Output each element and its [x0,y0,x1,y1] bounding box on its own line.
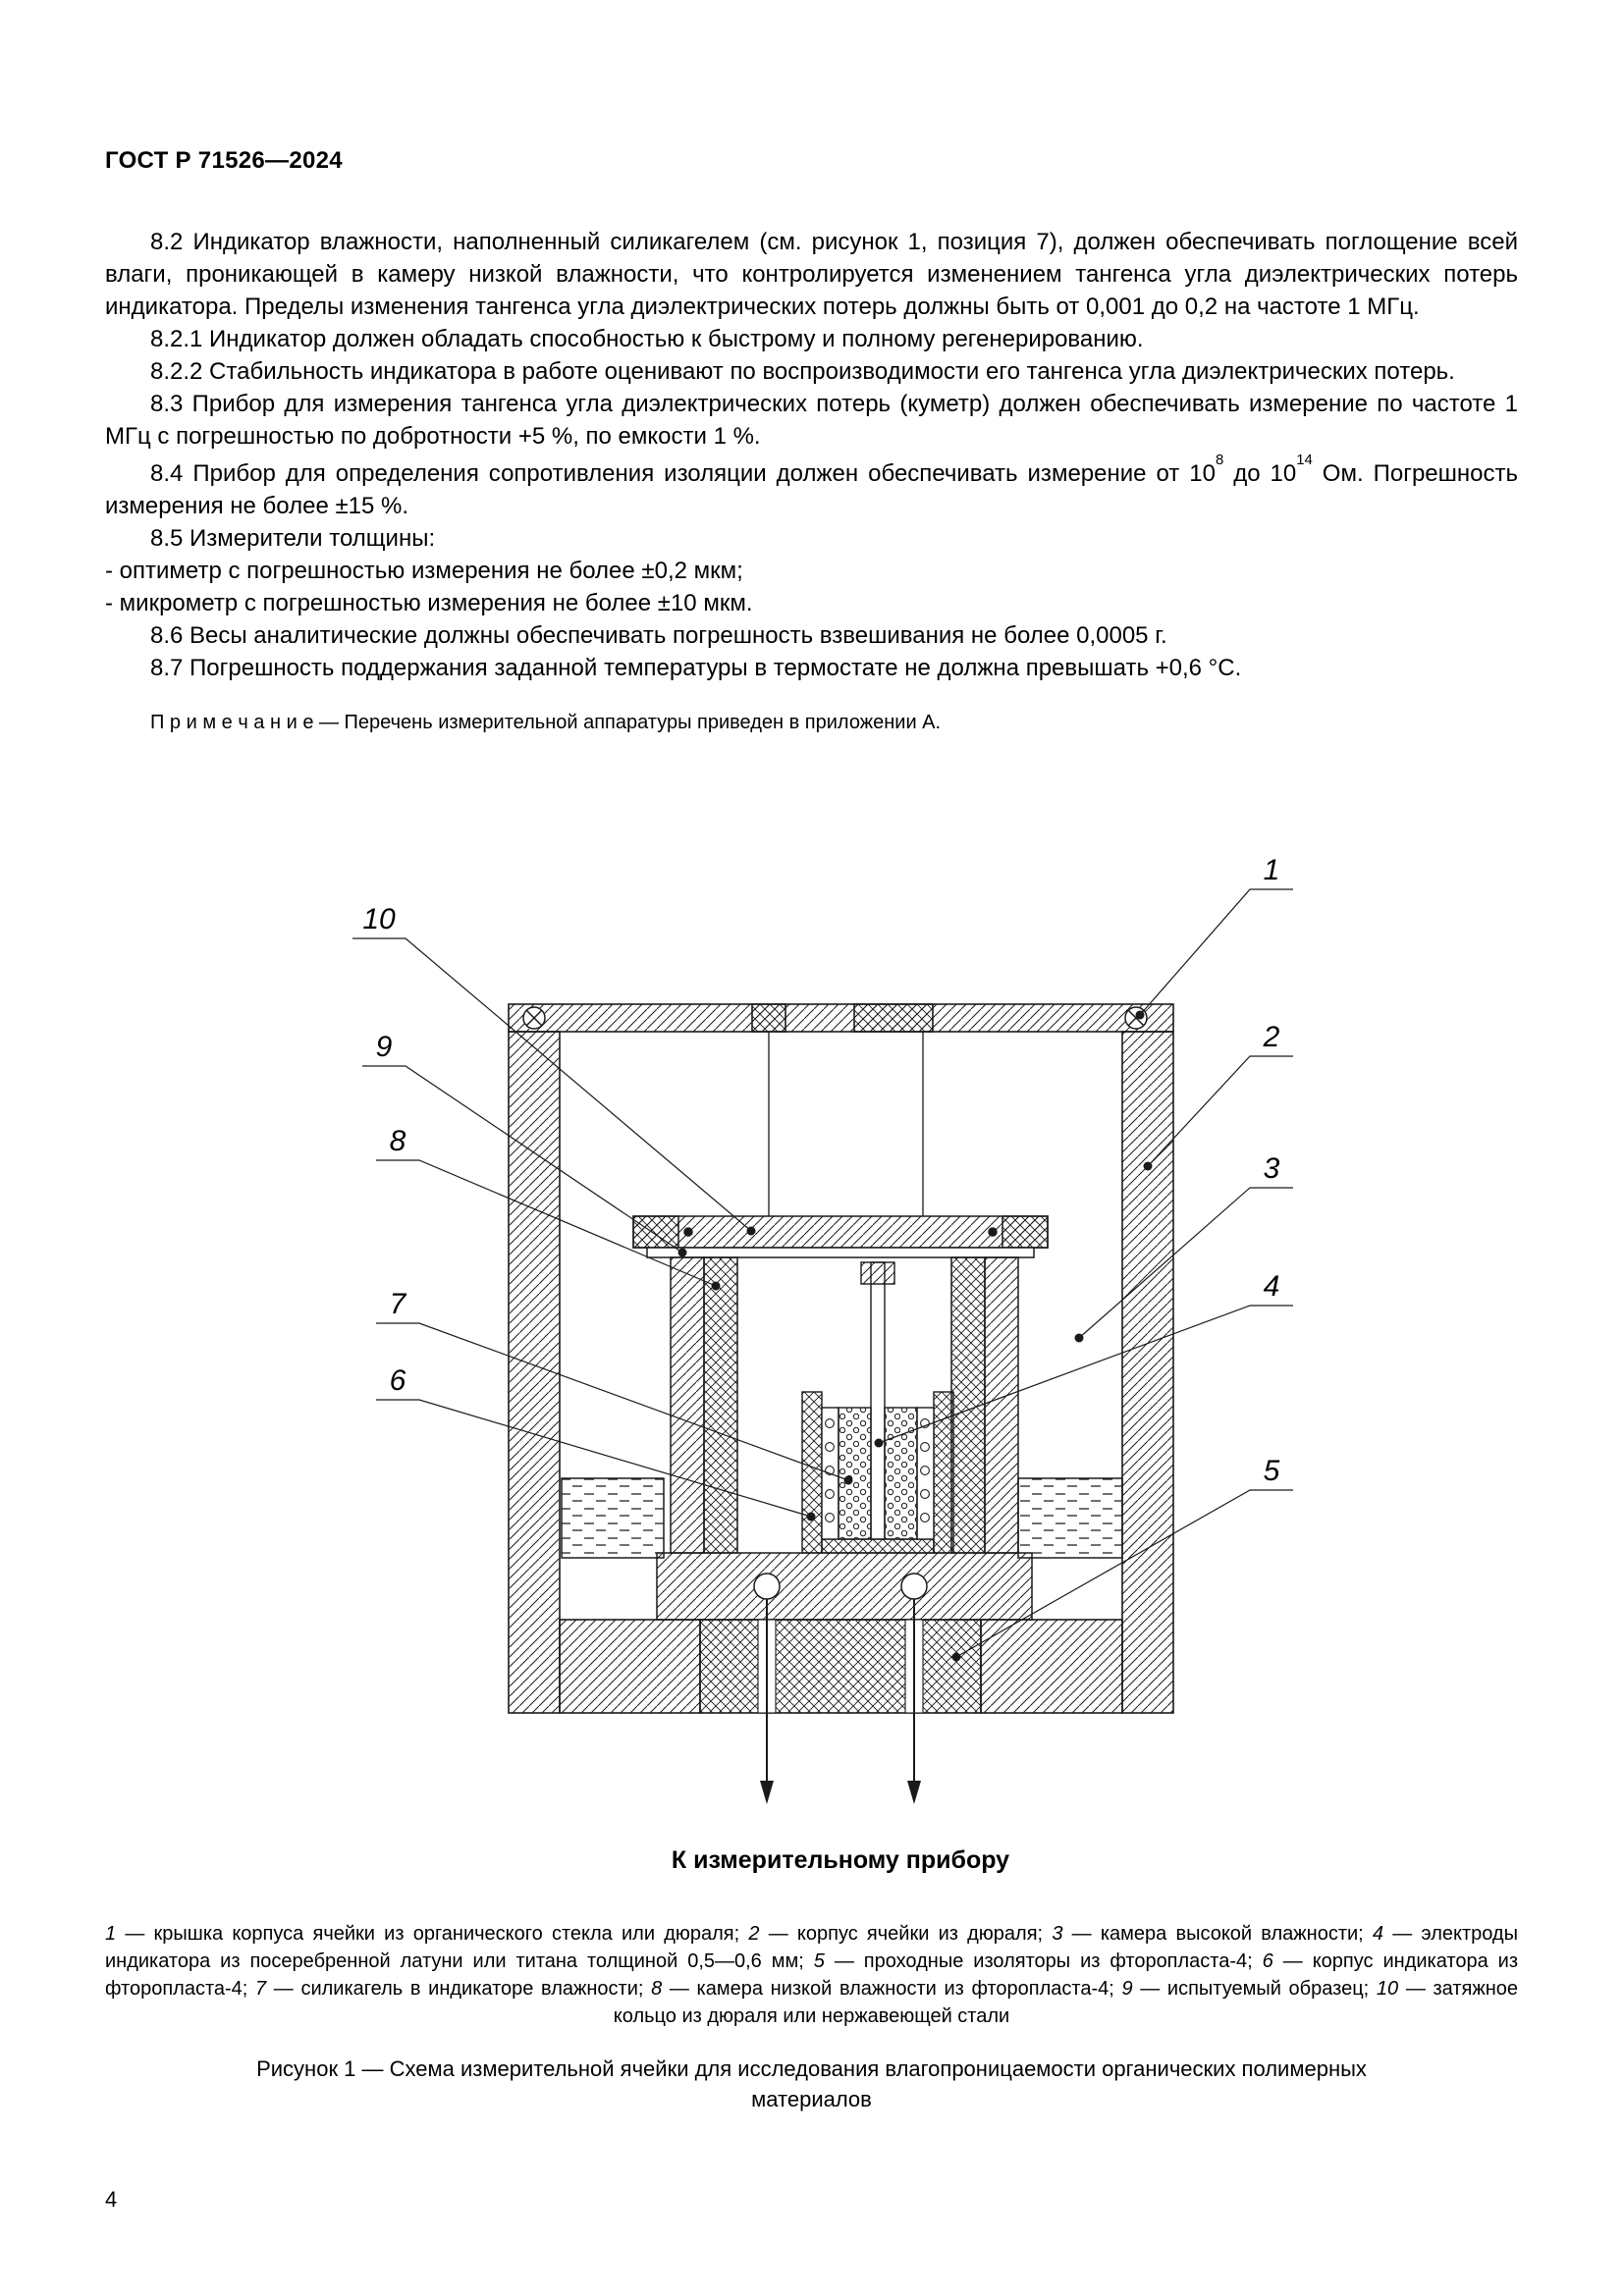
legend-num-6: 6 [1262,1950,1273,1972]
paragraph-8-2: 8.2 Индикатор влажности, наполненный сил… [105,229,1518,320]
callout-9-label: 9 [376,1031,393,1063]
p84-superscript-8: 8 [1215,452,1224,468]
legend-text-5: — проходные изоляторы из фторопласта-4; [824,1950,1263,1972]
clamping-ring [632,1215,1049,1249]
legend-text-3: — камера высокой влажности; [1062,1923,1373,1945]
outer-vessel [508,1003,1174,1714]
legend-num-9: 9 [1121,1978,1133,2000]
moisture-indicator [801,1261,954,1554]
lid-insert-right [853,1003,934,1033]
figure-1: 10 9 8 7 6 [323,842,1295,1883]
legend-text-6: — корпус индикатора из фторопласта-4; [105,1950,1519,2000]
paragraph-8-5: 8.5 Измерители толщины: [150,525,436,552]
callout-1: 1 [1135,854,1293,1020]
low-humidity-chamber-wall-left [703,1256,738,1554]
indicator-body-left [801,1391,823,1554]
cell-lid [508,1003,1174,1033]
note: П р и м е ч а н и е — Перечень измерител… [105,710,1518,736]
callout-4-label: 4 [1264,1270,1280,1303]
legend-num-8: 8 [651,1978,663,2000]
legend-num-7: 7 [255,1978,267,2000]
feedthrough-right [900,1573,928,1600]
central-electrode [870,1261,886,1540]
callouts: 10 9 8 7 6 [352,854,1293,1662]
callout-3: 3 [1074,1152,1293,1343]
callout-5: 5 [951,1455,1293,1662]
list-item-optimeter: - оптиметр с погрешностью измерения не б… [105,558,743,584]
legend-text-4: — электроды индикатора из посеребренной … [105,1923,1518,1972]
page-number: 4 [105,2187,118,2212]
legend-num-5: 5 [813,1950,825,1972]
arrow-head-right [907,1781,921,1804]
legend-text-9: — испытуемый образец; [1132,1978,1377,2000]
paragraph-8-3: 8.3 Прибор для измерения тангенса угла д… [105,391,1518,450]
output-arrows [760,1599,921,1804]
p84-text-1: 8.4 Прибор для определения сопротивления… [150,460,1216,487]
legend-text-2: — корпус ячейки из дюраля; [759,1923,1053,1945]
paragraph-8-2-1: 8.2.1 Индикатор должен обладать способно… [150,326,1144,352]
legend-text-7: — силикагель в индикаторе влажности; [266,1978,652,2000]
electrode-collar [860,1261,895,1285]
legend-num-10: 10 [1376,1978,1399,2000]
arrow-caption: К измерительному прибору [672,1846,1009,1874]
left-trough [561,1477,665,1559]
paragraph-8-4: 8.4 Прибор для определения сопротивления… [105,453,1518,522]
base-plate [656,1552,1033,1621]
silica-gel-right [884,1407,918,1540]
cell-bottom-left [559,1619,701,1714]
callout-10-label: 10 [362,903,396,935]
right-trough [1017,1477,1123,1559]
legend-text-10: — затяжное кольцо из дюраля или нержавею… [613,1978,1518,2027]
indicator-body-bottom [821,1538,935,1554]
figure-legend: 1 — крышка корпуса ячейки из органическо… [105,1920,1518,2030]
legend-num-4: 4 [1372,1923,1384,1945]
feedthrough-left [753,1573,781,1600]
p84-superscript-14: 14 [1296,452,1313,468]
callout-7: 7 [376,1288,853,1485]
callout-5-label: 5 [1264,1455,1280,1487]
paragraph-8-6: 8.6 Весы аналитические должны обеспечива… [150,622,1167,649]
cell-right-wall [1121,1031,1174,1714]
callout-8-label: 8 [390,1125,406,1157]
callout-8: 8 [376,1125,721,1291]
arrow-head-left [760,1781,774,1804]
p84-text-3: Ом. Погрешность измерения не более ±15 %… [105,460,1519,519]
list-item-micrometer: - микрометр с погрешностью измерения не … [105,590,753,616]
paragraph-8-2-2: 8.2.2 Стабильность индикатора в работе о… [150,358,1455,385]
callout-6: 6 [376,1364,816,1522]
paragraph-8-7: 8.7 Погрешность поддержания заданной тем… [150,655,1242,681]
lid-insert-left [751,1003,786,1033]
cell-left-wall [508,1031,561,1714]
p84-text-2: до 10 [1223,460,1297,487]
legend-num-2: 2 [748,1923,760,1945]
test-sample [646,1247,1035,1258]
cell-bottom-right [980,1619,1123,1714]
note-text: — Перечень измерительной аппаратуры прив… [319,712,942,733]
legend-text-8: — камера низкой влажности из фторопласта… [662,1978,1122,2000]
note-label: П р и м е ч а н и е [150,712,314,733]
figure-caption: Рисунок 1 — Схема измерительной ячейки д… [256,2056,1367,2111]
electrode-perforations [825,1418,930,1522]
callout-2: 2 [1143,1021,1293,1171]
silica-gel-left [838,1407,872,1540]
callout-7-label: 7 [390,1288,407,1320]
legend-text-1: — крышка корпуса ячейки из органического… [116,1923,749,1945]
figure-1-diagram: 10 9 8 7 6 [352,854,1293,1874]
callout-2-label: 2 [1263,1021,1280,1053]
doc-number: ГОСТ Р 71526—2024 [105,147,343,174]
legend-num-1: 1 [105,1923,117,1945]
feedthrough-insulator-block [699,1619,982,1714]
suspension-rods [768,1032,924,1216]
legend-num-3: 3 [1052,1923,1063,1945]
callout-10: 10 [352,903,756,1236]
callout-9: 9 [362,1031,687,1257]
callout-6-label: 6 [390,1364,406,1397]
body-text: 8.2 Индикатор влажности, наполненный сил… [105,226,1518,736]
callout-1-label: 1 [1264,854,1280,886]
callout-4: 4 [874,1270,1293,1448]
callout-3-label: 3 [1264,1152,1280,1185]
